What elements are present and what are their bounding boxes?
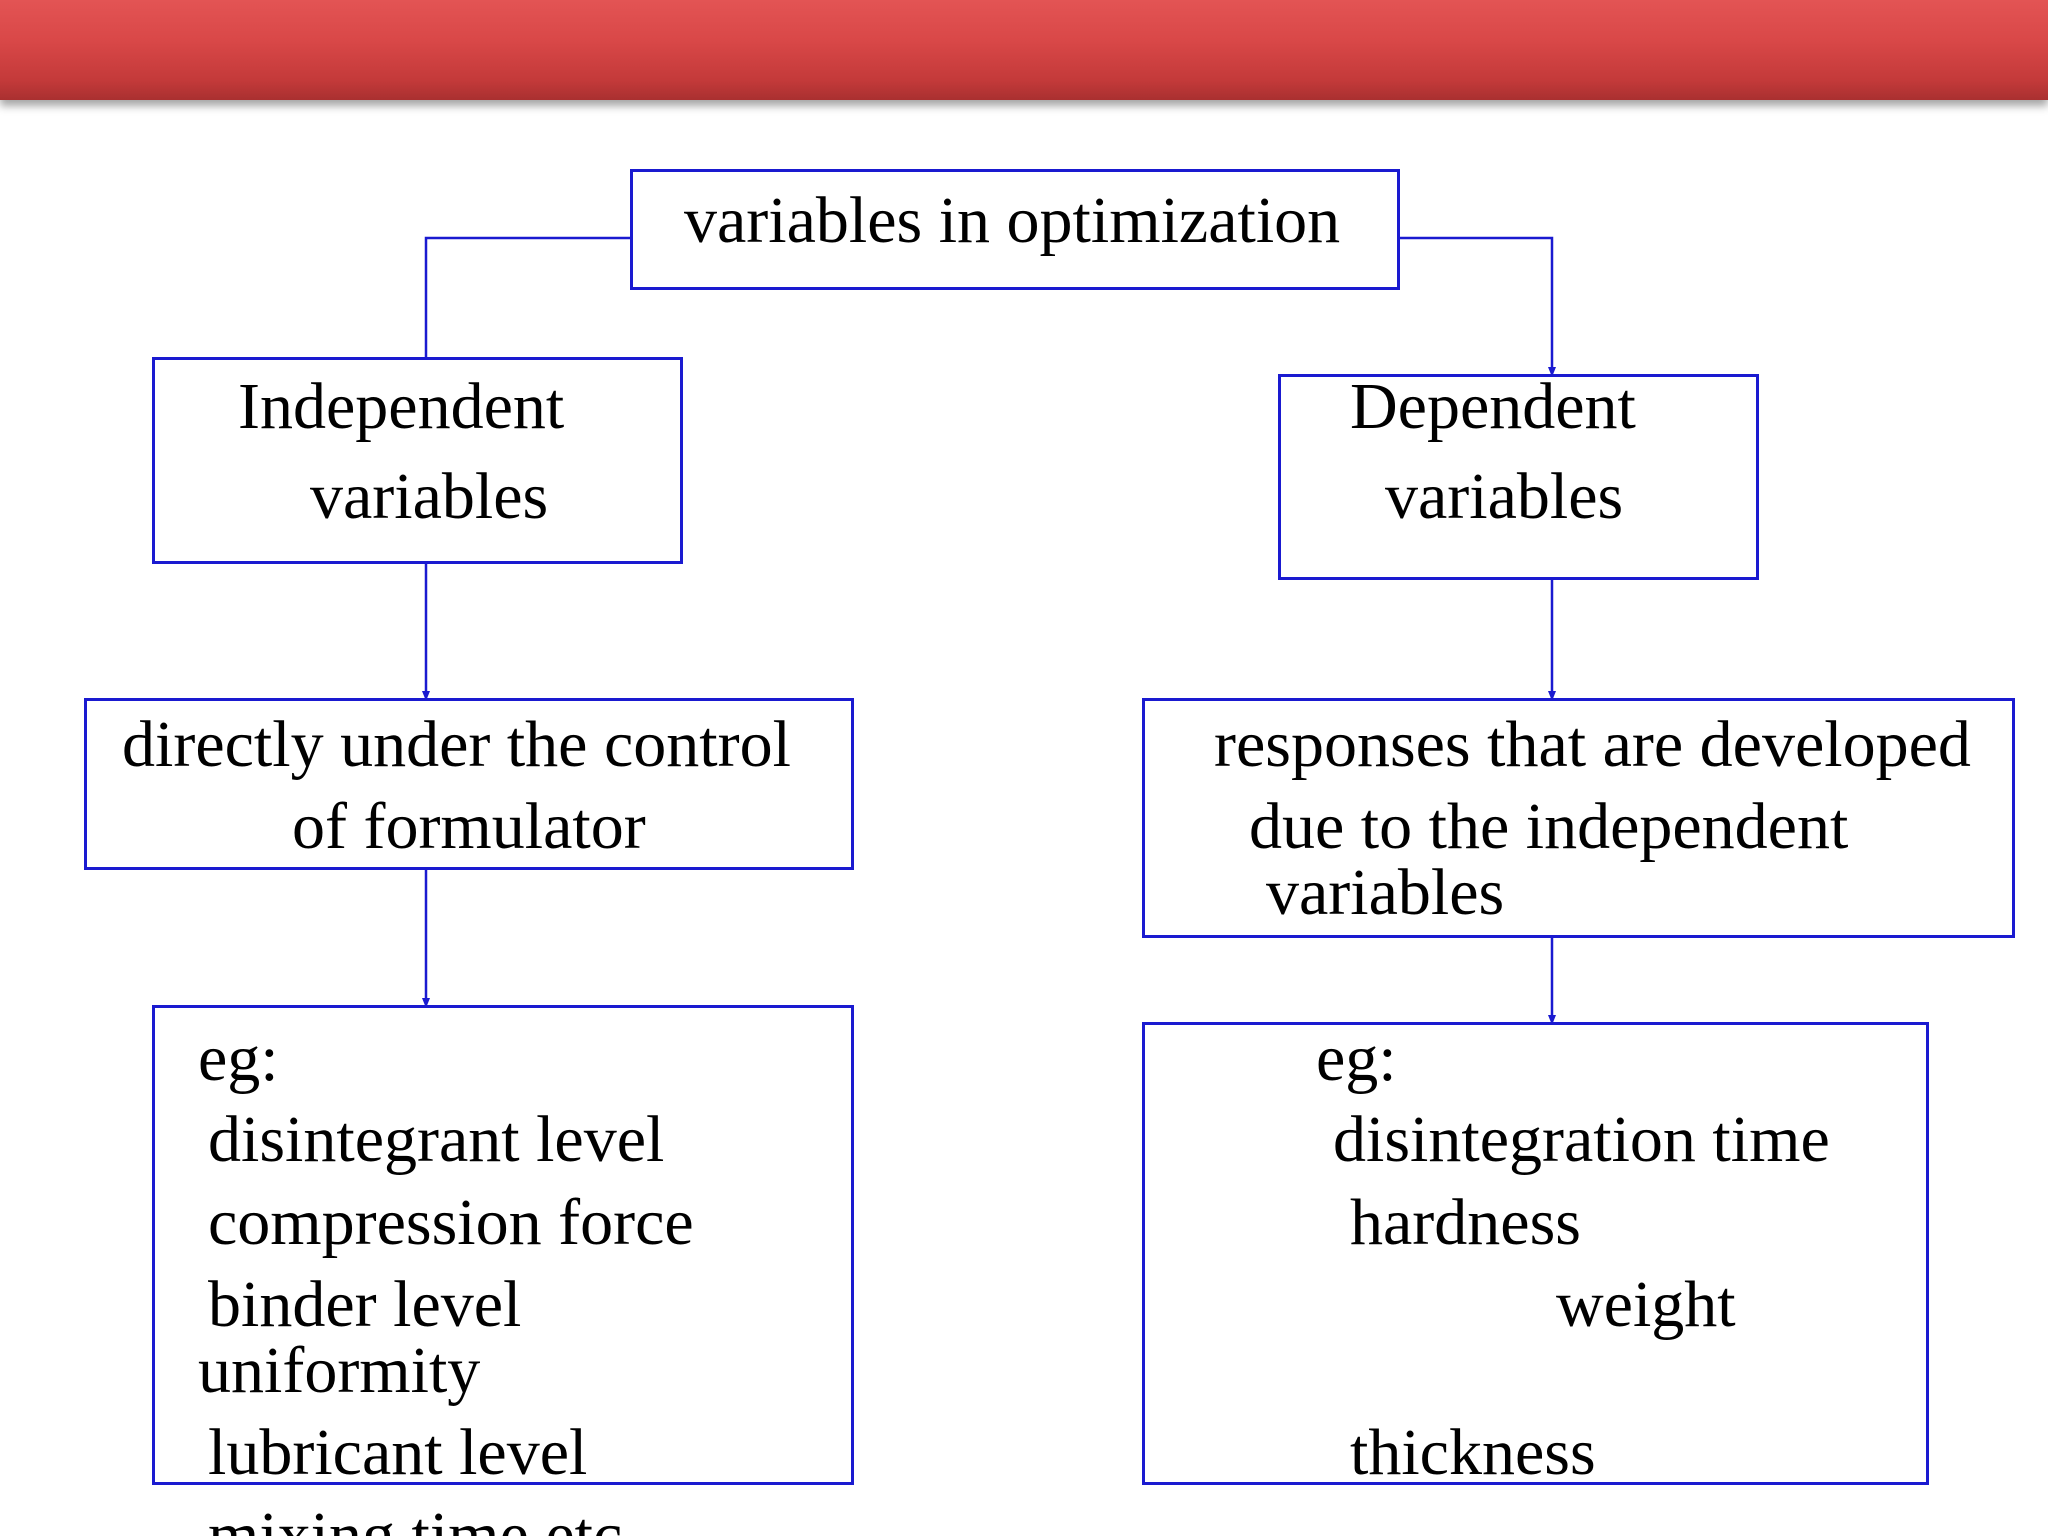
dependent-example-item: weight	[1556, 1268, 1736, 1341]
dependent-examples-node	[1142, 1022, 1929, 1485]
independent-title-line1: Independent	[238, 370, 565, 443]
dependent-description-node	[1142, 698, 2015, 938]
dependent-title-line1: Dependent	[1350, 370, 1636, 443]
dependent-example-item: thickness	[1350, 1416, 1596, 1489]
dependent-example-item: hardness	[1350, 1186, 1581, 1259]
dependent-description-line2: due to the independent	[1249, 790, 1849, 863]
connector-root-to-dependent	[1400, 236, 1556, 377]
root-node-label: variables in optimization	[684, 184, 1341, 257]
slide-header-bar	[0, 0, 2048, 100]
dependent-description-line1: responses that are developed	[1214, 708, 1971, 781]
independent-examples-node	[152, 1005, 854, 1485]
independent-title-line2: variables	[310, 460, 549, 533]
dependent-examples-heading: eg:	[1316, 1022, 1397, 1095]
dependent-description-line3: variables	[1266, 856, 1505, 929]
independent-variables-node	[152, 357, 683, 564]
dependent-title-line2: variables	[1385, 460, 1624, 533]
connector-root-to-independent	[422, 236, 632, 377]
independent-description-line1: directly under the control	[122, 708, 791, 781]
root-node	[630, 169, 1400, 290]
dependent-example-item: disintegration time	[1333, 1103, 1830, 1176]
independent-description-line2: of formulator	[292, 790, 646, 863]
independent-description-node	[84, 698, 854, 870]
dependent-variables-node	[1278, 374, 1759, 580]
